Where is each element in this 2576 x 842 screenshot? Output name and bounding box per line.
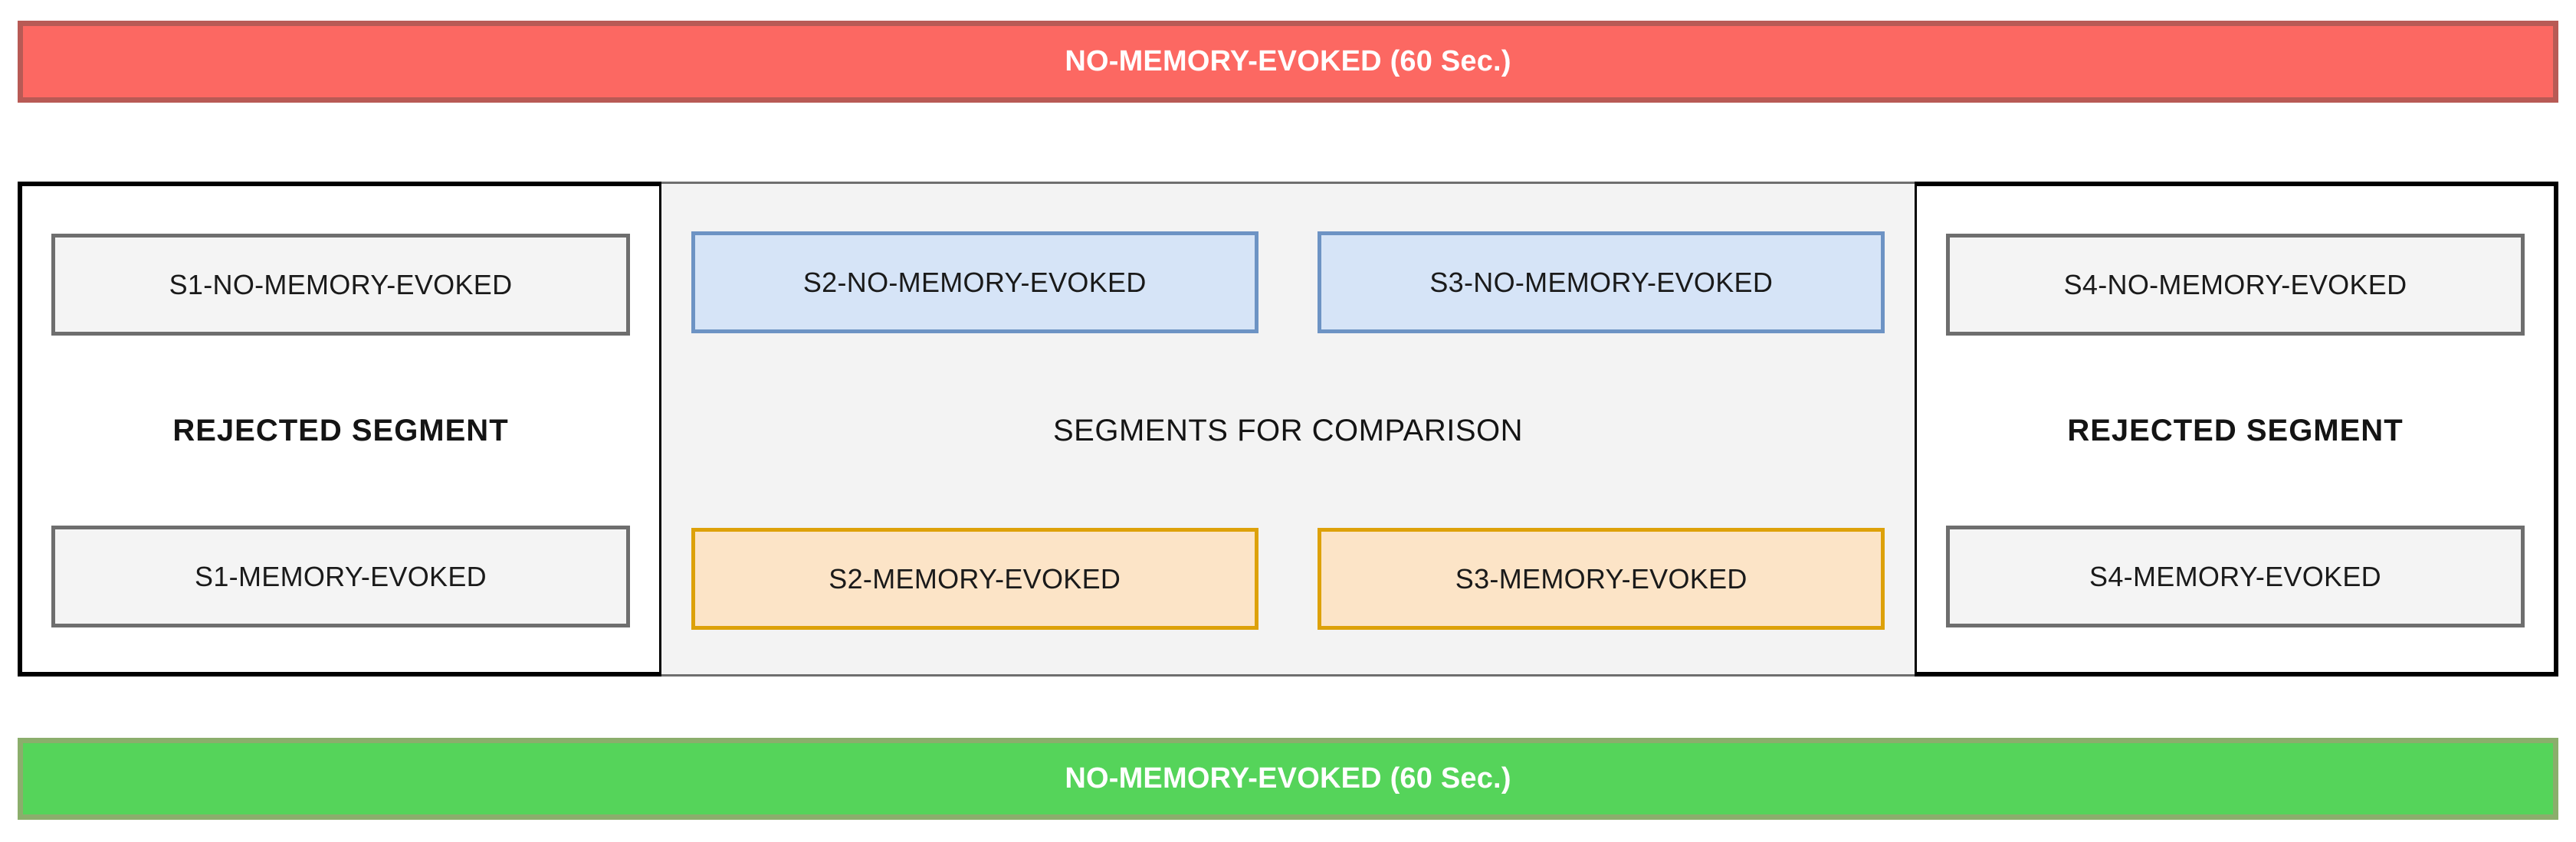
comparison-cell-s3-bottom: S3-MEMORY-EVOKED bbox=[1318, 528, 1885, 630]
segment-box-label: S3-NO-MEMORY-EVOKED bbox=[1429, 266, 1774, 298]
segment-box-s3-memory-evoked: S3-MEMORY-EVOKED bbox=[1318, 528, 1885, 630]
segment-box-s2-no-memory-evoked: S2-NO-MEMORY-EVOKED bbox=[691, 231, 1258, 333]
segment-box-s4-no-memory-evoked: S4-NO-MEMORY-EVOKED bbox=[1946, 234, 2525, 336]
top-banner-no-memory-evoked: NO-MEMORY-EVOKED (60 Sec.) bbox=[18, 21, 2558, 103]
panel-rejected-left: S1-NO-MEMORY-EVOKED REJECTED SEGMENT S1-… bbox=[18, 182, 661, 677]
comparison-stack: S2-NO-MEMORY-EVOKED S3-NO-MEMORY-EVOKED … bbox=[661, 231, 1915, 630]
segment-box-label: S2-NO-MEMORY-EVOKED bbox=[802, 266, 1147, 298]
bottom-banner-label: NO-MEMORY-EVOKED (60 Sec.) bbox=[1065, 762, 1511, 794]
panel-rejected-right: S4-NO-MEMORY-EVOKED REJECTED SEGMENT S4-… bbox=[1915, 182, 2558, 677]
comparison-cell-s2-bottom: S2-MEMORY-EVOKED bbox=[691, 528, 1258, 630]
top-banner-label: NO-MEMORY-EVOKED (60 Sec.) bbox=[1065, 45, 1511, 77]
caption-rejected-segment-left: REJECTED SEGMENT bbox=[172, 413, 509, 447]
segment-box-s3-no-memory-evoked: S3-NO-MEMORY-EVOKED bbox=[1318, 231, 1885, 333]
segment-box-label: S2-MEMORY-EVOKED bbox=[829, 562, 1121, 595]
bottom-banner-no-memory-evoked: NO-MEMORY-EVOKED (60 Sec.) bbox=[18, 738, 2558, 820]
segment-box-s1-memory-evoked: S1-MEMORY-EVOKED bbox=[51, 526, 630, 627]
segment-box-label: S1-NO-MEMORY-EVOKED bbox=[169, 268, 513, 300]
caption-segments-for-comparison: SEGMENTS FOR COMPARISON bbox=[1052, 413, 1524, 447]
segment-box-s1-no-memory-evoked: S1-NO-MEMORY-EVOKED bbox=[51, 234, 630, 336]
segment-box-label: S1-MEMORY-EVOKED bbox=[195, 560, 487, 592]
comparison-bottom-row: S2-MEMORY-EVOKED S3-MEMORY-EVOKED bbox=[661, 528, 1915, 630]
segment-box-label: S4-NO-MEMORY-EVOKED bbox=[2063, 268, 2407, 300]
caption-rejected-segment-right: REJECTED SEGMENT bbox=[2067, 413, 2404, 447]
comparison-cell-s2-top: S2-NO-MEMORY-EVOKED bbox=[691, 231, 1258, 333]
comparison-cell-s3-top: S3-NO-MEMORY-EVOKED bbox=[1318, 231, 1885, 333]
segment-box-label: S4-MEMORY-EVOKED bbox=[2089, 560, 2381, 592]
segment-box-label: S3-MEMORY-EVOKED bbox=[1455, 562, 1747, 595]
segments-row: S1-NO-MEMORY-EVOKED REJECTED SEGMENT S1-… bbox=[18, 182, 2558, 677]
panel-segments-for-comparison: S2-NO-MEMORY-EVOKED S3-NO-MEMORY-EVOKED … bbox=[661, 182, 1915, 677]
segment-box-s2-memory-evoked: S2-MEMORY-EVOKED bbox=[691, 528, 1258, 630]
comparison-top-row: S2-NO-MEMORY-EVOKED S3-NO-MEMORY-EVOKED bbox=[661, 231, 1915, 333]
segment-box-s4-memory-evoked: S4-MEMORY-EVOKED bbox=[1946, 526, 2525, 627]
